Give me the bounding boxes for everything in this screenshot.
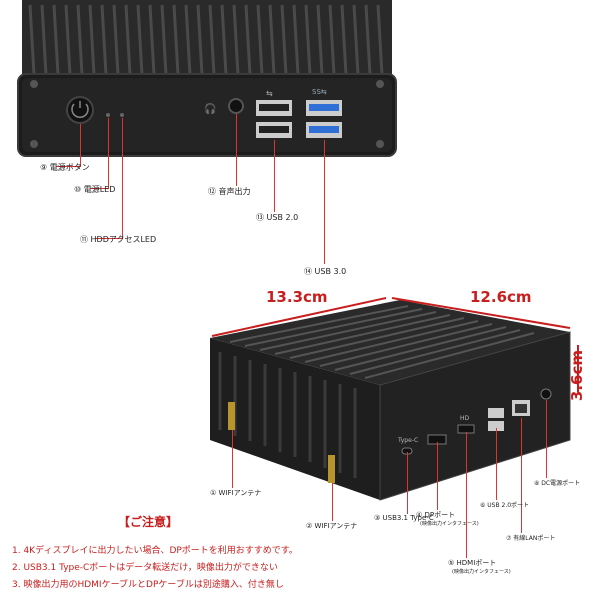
iso-view: Type-C HD xyxy=(190,290,590,520)
svg-text:⇆: ⇆ xyxy=(266,89,273,98)
callout-usb20-front: ⑬ USB 2.0 xyxy=(256,213,299,222)
callout-hdd-led: ⑪ HDDアクセスLED xyxy=(80,235,157,244)
callout-power-led: ⑩ 電源LED xyxy=(74,185,116,194)
usb3-ss-label: SS⇆ xyxy=(312,88,327,96)
callout-lan: ⑦ 有線LANポート xyxy=(506,535,556,542)
leader-usb20-front xyxy=(274,140,275,212)
leader-usb20-back xyxy=(496,428,497,500)
leader-hdd-led-h xyxy=(95,238,123,239)
leader-dp xyxy=(437,442,438,510)
front-chassis-graphic: 🎧 ⇆ xyxy=(17,0,397,157)
callout-wifi2: ② WIFIアンテナ xyxy=(306,522,358,530)
dimension-height: 3.6cm xyxy=(568,350,586,402)
callout-dc: ⑧ DC電源ポート xyxy=(534,480,581,487)
leader-wifi2 xyxy=(332,483,333,521)
leader-wifi1 xyxy=(232,430,233,488)
leader-audio xyxy=(236,114,237,186)
dimension-depth: 12.6cm xyxy=(470,288,532,306)
iso-hd-label: HD xyxy=(460,415,470,422)
notes-title: 【ご注意】 xyxy=(118,515,179,529)
leader-lan xyxy=(521,418,522,533)
callout-usb20-back: ⑥ USB 2.0ポート xyxy=(480,502,530,509)
note-item-2: 2. USB3.1 Type-Cポートはデータ転送だけ，映像出力ができない xyxy=(12,563,278,573)
leader-power-button xyxy=(80,124,81,166)
callout-typec: ③ USB3.1 Type-C xyxy=(374,514,434,522)
dimension-width: 13.3cm xyxy=(266,288,328,306)
note-item-1: 1. 4Kディスプレイに出力したい場合、DPポートを利用おすすめです。 xyxy=(12,546,298,556)
svg-text:🎧: 🎧 xyxy=(204,102,216,115)
front-view: 🎧 ⇆ SS⇆ xyxy=(0,0,600,160)
callout-power-button: ⑨ 電源ボタン xyxy=(40,163,90,172)
note-item-3: 3. 映像出力用のHDMIケーブルとDPケーブルは別途購入、付き無し xyxy=(12,580,284,590)
leader-typec xyxy=(407,452,408,514)
leader-hdmi xyxy=(466,432,467,558)
callout-wifi1: ① WIFIアンテナ xyxy=(210,489,262,497)
leader-power-led xyxy=(108,118,109,188)
leader-hdd-led xyxy=(122,118,123,238)
callout-hdmi: ⑤ HDMIポート xyxy=(448,559,497,567)
callout-usb30-front: ⑭ USB 3.0 xyxy=(304,267,347,276)
callout-audio: ⑫ 音声出力 xyxy=(208,187,251,196)
leader-power-led-h xyxy=(90,188,109,189)
leader-dc xyxy=(546,400,547,478)
iso-chassis-graphic xyxy=(210,300,571,501)
leader-power-button-h xyxy=(56,166,81,167)
iso-typec-label: Type-C xyxy=(398,437,419,444)
callout-dp-sub: (映像出力インタフェース) xyxy=(420,521,479,527)
leader-usb30-front xyxy=(324,140,325,264)
callout-dp: ④ DPポート xyxy=(416,511,456,519)
callout-hdmi-sub: (映像出力インタフェース) xyxy=(452,569,511,575)
